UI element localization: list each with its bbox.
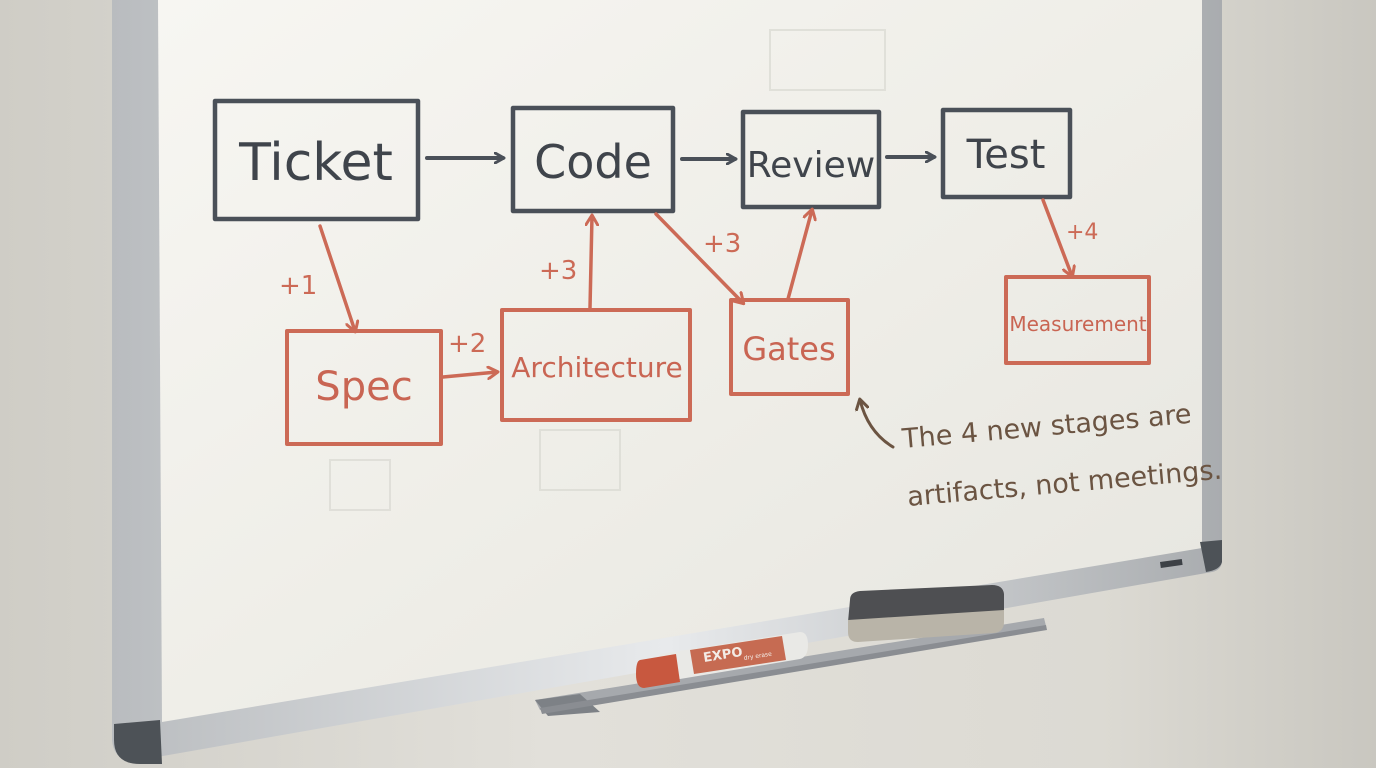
code-label: Code <box>534 135 652 189</box>
new-stage-arrows <box>318 198 1072 377</box>
marker: EXPO dry erase <box>636 632 808 688</box>
arrow-architecture-to-code <box>590 216 592 310</box>
architecture-label: Architecture <box>511 351 682 384</box>
ticket-label: Ticket <box>238 133 393 193</box>
gates-label: Gates <box>742 330 835 368</box>
arrow-gates-to-review <box>786 210 812 301</box>
arrow-code-to-gates <box>654 212 743 303</box>
eraser <box>848 585 1004 642</box>
measurement-label: Measurement <box>1009 312 1146 336</box>
ghost-marks <box>329 29 886 511</box>
marker-brand: EXPO <box>702 645 743 666</box>
arrow-ticket-to-spec <box>318 224 355 331</box>
review-box <box>740 109 882 210</box>
increment-spec-to-architecture: +2 <box>448 329 486 359</box>
increment-architecture-to-code: +3 <box>539 256 577 286</box>
new-stage-boxes <box>285 275 1151 446</box>
marker-tray <box>535 618 1047 716</box>
frame-corner <box>1200 540 1222 572</box>
core-flow-arrows <box>425 157 934 159</box>
gates-box <box>729 298 850 396</box>
marker-sub: dry erase <box>743 651 772 662</box>
review-label: Review <box>747 145 875 186</box>
spec-label: Spec <box>315 364 412 410</box>
frame-corner <box>114 720 162 764</box>
spec-box <box>285 329 443 446</box>
architecture-box <box>500 308 692 422</box>
increment-ticket-to-spec: +1 <box>279 271 317 301</box>
test-label: Test <box>966 132 1046 178</box>
arrow-test-to-measurement <box>1041 198 1072 276</box>
ticket-box <box>212 98 421 222</box>
increment-test-to-measurement: +4 <box>1066 220 1098 245</box>
core-stage-boxes <box>212 98 1073 222</box>
measurement-box <box>1004 275 1151 365</box>
code-box <box>510 105 676 214</box>
note-arrow <box>860 400 895 449</box>
increment-code-to-gates: +3 <box>703 229 741 259</box>
frame-badge <box>1159 558 1183 568</box>
test-box <box>940 107 1073 200</box>
arrow-spec-to-architecture <box>441 372 497 377</box>
